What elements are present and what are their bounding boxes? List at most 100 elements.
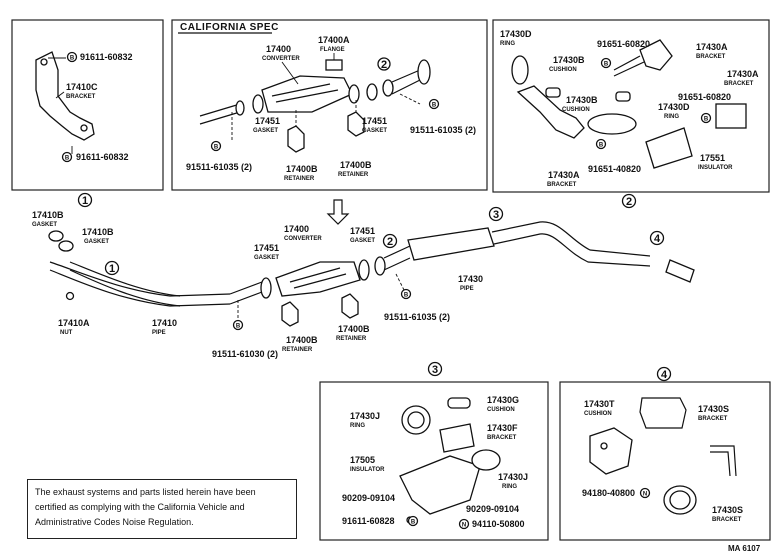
cal-gasket-right-name: GASKET	[362, 128, 387, 134]
main-converter-name: CONVERTER	[284, 236, 322, 242]
box-2-frame	[492, 19, 770, 193]
marker-b-label: B	[65, 156, 70, 162]
cal-dash-bolt-right	[399, 93, 421, 105]
box2-bolt1: 91651-60820	[597, 39, 650, 49]
leader-bracket	[55, 91, 65, 99]
tail-pipe	[491, 221, 651, 267]
mid-pipe	[383, 245, 411, 271]
main-retainer-right-name: RETAINER	[336, 336, 367, 342]
marker-n-label: N	[643, 492, 647, 498]
box1-bolt-top: 91611-60832	[80, 52, 133, 62]
callout-2-cal-label: 2	[381, 59, 387, 71]
box3-cushion-name: CUSHION	[487, 407, 515, 413]
box2-ring-num: 17430D	[500, 29, 532, 39]
main-pipe-flange	[374, 256, 386, 276]
callout-4-main	[649, 230, 665, 246]
main-gasket1-num: 17410B	[32, 210, 64, 220]
box2-cushion1-num: 17430B	[553, 55, 585, 65]
main-converter-num: 17400	[284, 224, 309, 234]
box4-cushion-shape	[589, 427, 633, 475]
box2-bracket2-name: BRACKET	[724, 81, 754, 87]
main-pipe-name: PIPE	[152, 330, 166, 336]
box3-bracket-shape	[439, 423, 475, 453]
box3-bolt2: 90209-09104	[466, 504, 519, 514]
callout-1-main-label: 1	[109, 263, 115, 275]
marker-b-box2-1	[600, 57, 612, 69]
cal-retainer-right-num: 17400B	[340, 160, 372, 170]
box3-ring1-num: 17430J	[350, 411, 380, 421]
marker-b-label: B	[432, 103, 437, 109]
california-spec-title: CALIFORNIA SPEC	[180, 22, 279, 33]
box-1-bracket-group: B 91611-60832 17410C BRACKET B 91611-608…	[35, 51, 133, 163]
nut-17410a	[65, 291, 75, 301]
front-pipe-inner-b	[69, 269, 181, 307]
leader-cal-converter	[281, 61, 299, 85]
box3-insulator-name: INSULATOR	[350, 467, 385, 473]
box4-bracket2-name: BRACKET	[712, 517, 742, 523]
box3-bracket-name: BRACKET	[487, 435, 517, 441]
callout-1-main	[104, 260, 120, 276]
marker-b-box2-2	[700, 112, 712, 124]
cal-front-pipe-b	[199, 111, 241, 125]
marker-b-label: B	[604, 62, 609, 68]
cal-retainer-right-name: RETAINER	[338, 172, 369, 178]
marker-b-label: B	[70, 56, 75, 62]
box4-nut: 94180-40800	[582, 488, 635, 498]
bracket-hole-top	[40, 58, 48, 66]
callout-3-main-label: 3	[493, 209, 499, 221]
box2-bracket3-num: 17430A	[548, 170, 580, 180]
callout-4-bottom	[656, 366, 672, 382]
marker-b-label: B	[236, 324, 241, 330]
cal-bolt-left: 91511-61035 (2)	[186, 162, 252, 172]
main-retainer-right-num: 17400B	[338, 324, 370, 334]
box2-bracket-side-shape	[715, 103, 747, 129]
main-nut-num: 17410A	[58, 318, 90, 328]
cal-gasket-left-shape	[235, 100, 245, 116]
box3-ring2-shape	[471, 449, 501, 471]
cal-front-pipe-a	[199, 103, 241, 117]
box2-insulator-shape	[645, 127, 693, 169]
main-gasket-right-shape	[358, 259, 370, 281]
box3-insulator-num: 17505	[350, 455, 375, 465]
bracket-17410c-shape	[35, 51, 95, 141]
gasket-17410b-1	[48, 230, 64, 242]
box3-cushion-num: 17430G	[487, 395, 519, 405]
box2-cushion1-name: CUSHION	[549, 67, 577, 73]
front-pipe-upper	[49, 261, 231, 297]
box4-clamp-inner	[669, 490, 691, 510]
main-nut-name: NUT	[60, 330, 73, 336]
main-pipe-num: 17410	[152, 318, 177, 328]
box2-ring2-shape	[587, 113, 637, 135]
marker-b-box3	[407, 515, 419, 527]
box2-bracket-lower-shape	[516, 85, 585, 139]
cal-retainer-left-num: 17400B	[286, 164, 318, 174]
main-gasket-left-name: GASKET	[254, 255, 279, 261]
marker-b-top	[66, 51, 78, 63]
box2-bracket1-num: 17430A	[696, 42, 728, 52]
box3-bracket-num: 17430F	[487, 423, 518, 433]
cal-flange-name: FLANGE	[320, 47, 345, 53]
callout-2-top-label: 2	[626, 196, 632, 208]
box2-ring-name: RING	[500, 41, 515, 47]
box3-ring1-name: RING	[350, 423, 365, 429]
box3-nut: 94110-50800	[472, 519, 525, 529]
bracket-hole-bottom	[80, 124, 88, 132]
muffler-shape	[407, 227, 495, 261]
cal-converter-name: CONVERTER	[262, 56, 300, 62]
main-gasket-right-name: GASKET	[350, 238, 375, 244]
callout-4-bottom-label: 4	[661, 369, 668, 381]
callout-3-main	[488, 206, 504, 222]
box4-bracket1-name: BRACKET	[698, 416, 728, 422]
box-1-frame	[11, 19, 164, 191]
box3-ring2-num: 17430J	[498, 472, 528, 482]
main-converter-shape	[275, 261, 361, 297]
callout-1-top	[77, 192, 93, 208]
box2-bolt2: 91651-60820	[678, 92, 731, 102]
box-4-group: 17430T CUSHION 17430S BRACKET 94180-4080…	[582, 397, 743, 523]
front-pipe-lower	[49, 269, 231, 307]
callout-1-top-label: 1	[82, 195, 88, 207]
marker-n-label: N	[462, 523, 466, 529]
marker-b-label: B	[599, 143, 604, 149]
main-retainer-left-num: 17400B	[286, 335, 318, 345]
main-gasket-left-shape	[260, 277, 272, 299]
